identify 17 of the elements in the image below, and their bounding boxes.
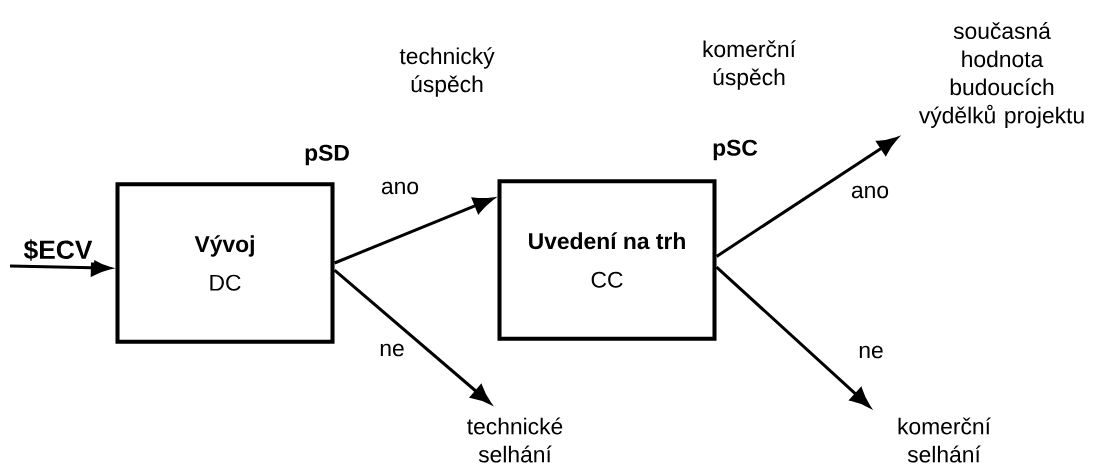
process-box: Vývoj DC	[115, 182, 335, 344]
outcome-text: komerční selhání	[898, 417, 991, 463]
edge-label: ano	[849, 184, 891, 200]
process-box: Uvedení na trh CC	[497, 179, 717, 341]
arrow	[715, 265, 871, 408]
outcome-text: technické selhání	[467, 417, 563, 463]
edge-label: ne	[856, 344, 886, 360]
outcome-label: technický úspěch	[399, 47, 495, 97]
edge-label: ano	[379, 180, 421, 196]
outcome-text: současná hodnota budoucích výdělků projektu	[918, 22, 1084, 128]
arrow	[333, 268, 491, 405]
probability-label: pSC	[713, 139, 758, 161]
edge-label: $ECV	[21, 237, 95, 263]
arrow	[715, 137, 898, 258]
outcome-label: komerční úspěch	[703, 40, 796, 90]
probability-label: pSD	[305, 144, 349, 166]
edge-label: ne	[377, 342, 407, 358]
